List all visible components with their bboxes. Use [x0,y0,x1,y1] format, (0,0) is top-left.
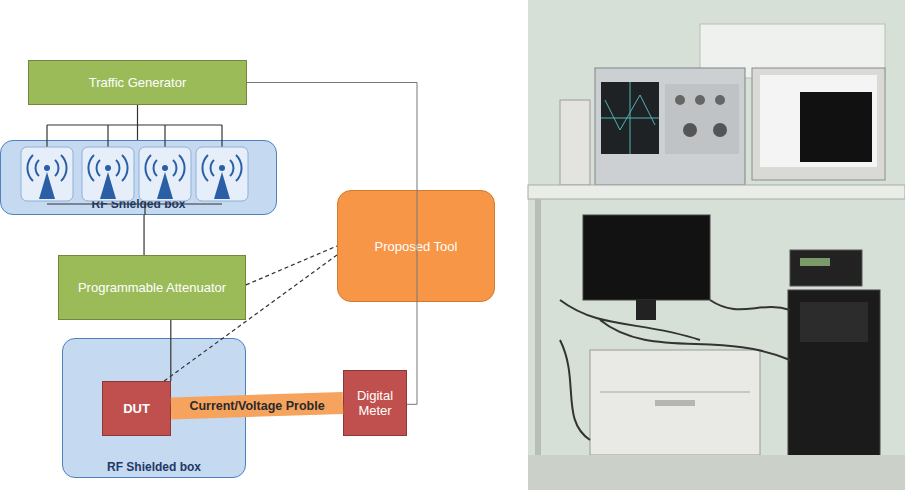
fork-line [47,124,222,125]
cables [560,300,790,440]
tool-box: Proposed Tool [337,190,495,302]
drawer-handle [655,400,695,406]
node-label: Traffic Generator [89,75,187,90]
small-instrument [560,100,590,185]
drawer-line [600,392,750,393]
node-label: Proposed Tool [375,239,458,254]
wall [528,0,905,490]
oscilloscope [595,68,745,185]
node-label: RF Shielded box [107,460,201,475]
scope-knob [713,123,727,137]
pc-tower [788,290,880,460]
black-box [790,250,862,286]
scope-knob [695,95,705,105]
shelf [528,185,905,199]
dut-box: DUT [102,381,171,436]
signal-line [137,105,138,140]
node-label: DUT [123,401,150,416]
meter-box: Digital Meter [343,370,407,436]
lcd-display [800,258,830,266]
node-label: RF Shielded box [91,197,185,212]
node-label: Programmable Attenuator [78,280,226,295]
lower-monitor [583,215,710,300]
shelf-post [535,199,541,455]
control-link [246,246,337,285]
monitor-window [800,92,872,162]
attenuator-box: Programmable Attenuator [58,255,246,320]
drive-bay [800,302,868,342]
upper-monitor [752,68,885,180]
lab-photo [528,0,905,490]
scope-knob [675,95,685,105]
desk [528,455,905,490]
scope-knob [683,123,697,137]
node-label: Digital Meter [344,388,406,418]
scope-panel [665,84,739,154]
shield-chamber [590,350,760,455]
signal-line [143,215,144,255]
scope-screen [601,82,659,154]
shielded-box: RF Shielded box [0,140,277,215]
edge-label: Current/Voltage Proble [189,399,324,413]
monitor-screen [760,75,877,167]
whiteboard [700,24,885,78]
scope-trace [601,82,659,154]
monitor-stand [636,300,656,320]
scope-knob [715,95,725,105]
generator-box: Traffic Generator [28,60,247,105]
